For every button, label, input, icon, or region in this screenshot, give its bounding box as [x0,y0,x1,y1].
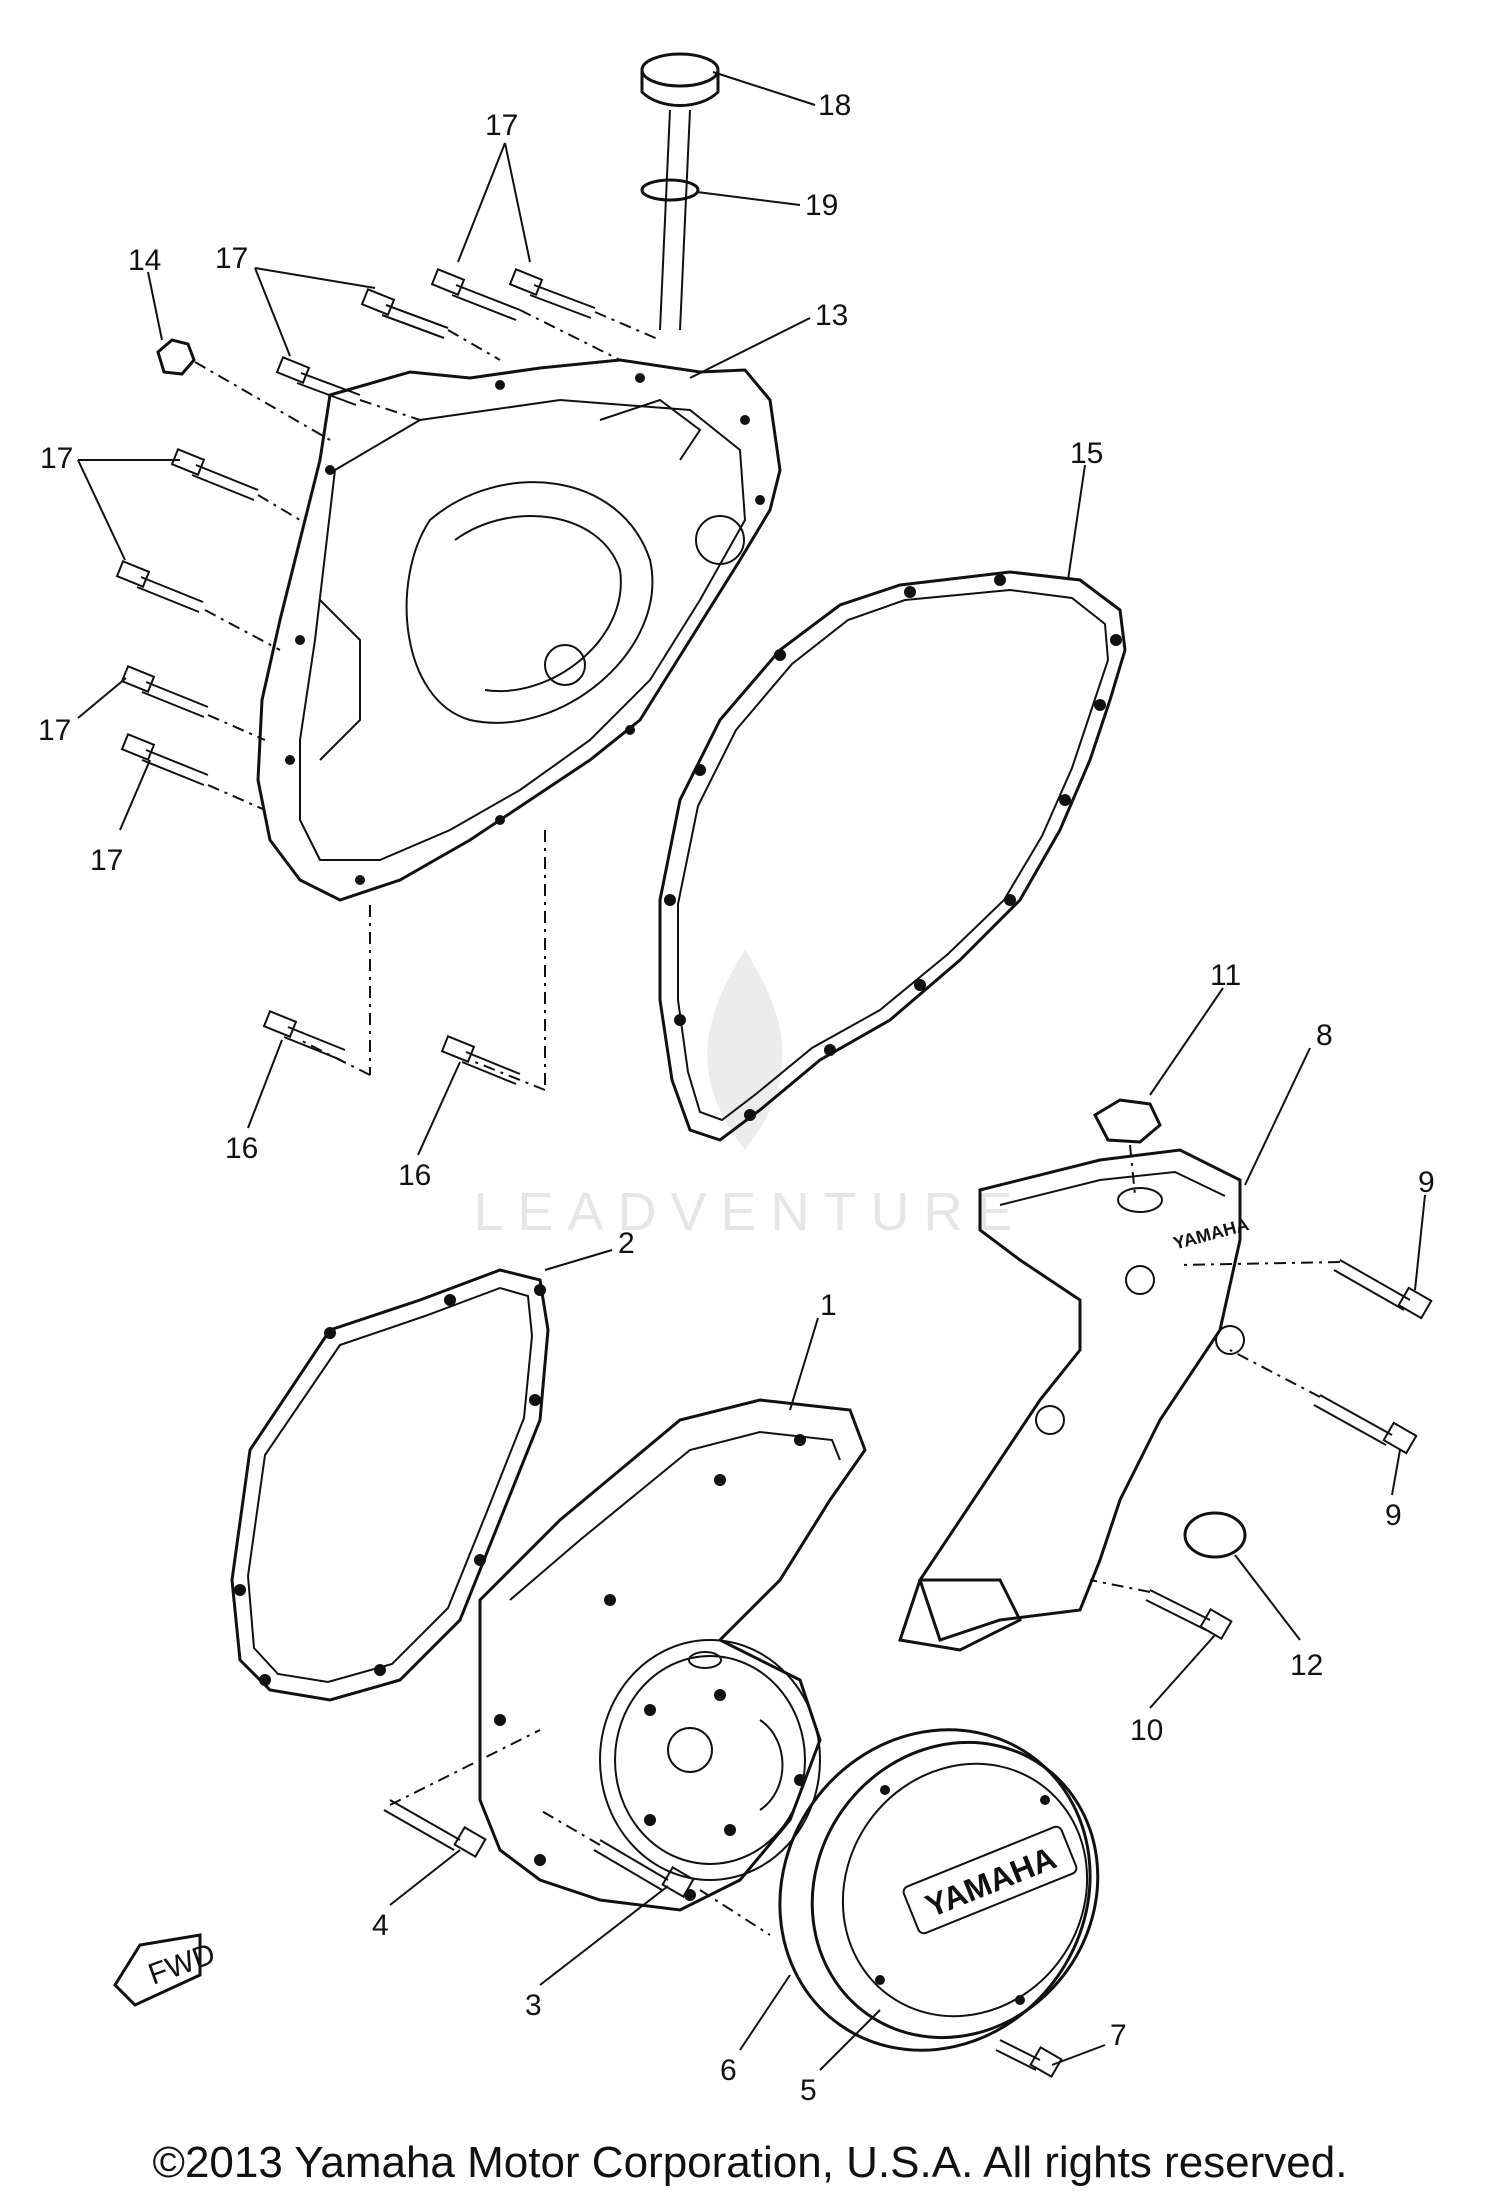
watermark-text: LEADVENTURE [473,1182,1026,1242]
bolts-9-10 [1089,1259,1433,1641]
callout-16-left: 16 [225,1132,258,1165]
callout-17-top: 17 [485,109,518,142]
gasket-6 [778,1728,1092,2052]
callout-7: 7 [1110,2019,1127,2052]
callout-11: 11 [1210,959,1241,992]
callout-1: 1 [820,1289,837,1322]
gasket-2 [230,1268,550,1702]
callout-18: 18 [818,89,851,122]
gasket-2-inner [246,1286,534,1684]
callout-14: 14 [128,244,161,277]
callout-13: 13 [815,299,848,332]
plug-14 [156,338,196,376]
callout-16-right: 16 [398,1159,431,1192]
callout-8: 8 [1316,1019,1333,1052]
callout-6: 6 [720,2054,737,2087]
callout-3: 3 [525,1989,542,2022]
o-ring-19 [640,178,700,202]
gasket-2-holes [234,1284,546,1686]
bolts-3-4-7 [383,1729,1063,2079]
callout-2: 2 [618,1227,635,1260]
leader-lines [77,71,1426,2071]
cap-11 [1093,1098,1162,1144]
watermark-flame-icon [707,950,783,1150]
gasket-15-holes [664,574,1122,1121]
callout-15: 15 [1070,437,1103,470]
oil-filler-cap-18 [640,52,720,331]
crankcase-cover-13 [256,358,782,902]
crankcase-cover-1 [478,1398,867,1912]
callout-17-lower-left: 17 [38,714,71,747]
callout-17-bottom: 17 [90,844,123,877]
callout-5: 5 [800,2074,817,2107]
callout-17-upper-left: 17 [215,242,248,275]
callout-9-top: 9 [1418,1166,1435,1199]
bolts-16 [262,1010,521,1085]
gasket-15 [658,570,1127,1142]
callouts: 18 19 17 17 14 13 15 17 17 17 16 16 11 8… [38,89,1435,2107]
callout-12: 12 [1290,1649,1323,1682]
bolts-17 [115,268,596,786]
fwd-arrow-icon: FWD [113,1933,220,2007]
assembly-line-11 [1129,1144,1136,1196]
callout-9-bottom: 9 [1385,1499,1402,1532]
copyright-notice: ©2013 Yamaha Motor Corporation, U.S.A. A… [152,2138,1348,2187]
assembly-lines-13 [194,309,661,1091]
watermark: LEADVENTURE [473,950,1026,1242]
callout-17-left: 17 [40,442,73,475]
generator-cover-5: YAMAHA [810,1740,1100,2040]
plug-12 [1183,1511,1247,1559]
gasket-15-inner [677,588,1110,1122]
callout-4: 4 [372,1909,389,1942]
callout-10: 10 [1130,1714,1163,1747]
callout-19: 19 [805,189,838,222]
